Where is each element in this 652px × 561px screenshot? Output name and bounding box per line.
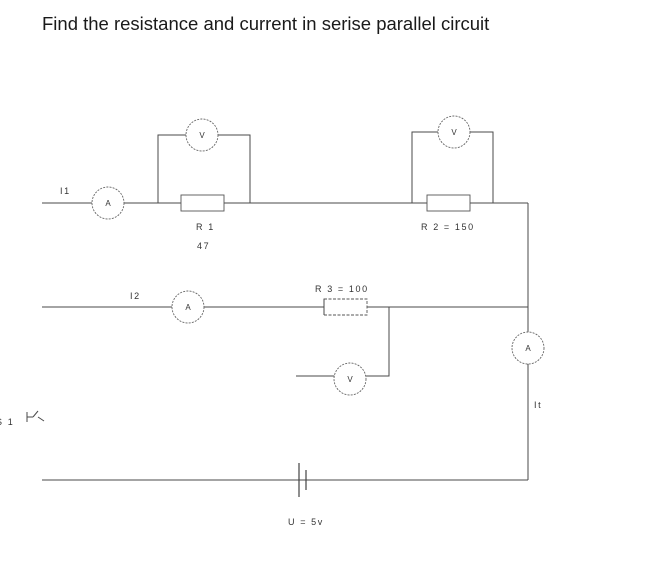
label-u: U = 5v [288, 517, 324, 527]
ammeter-i2: A [171, 290, 205, 324]
ammeter-i1-circle [91, 186, 125, 220]
ammeter-it-circle [511, 331, 545, 365]
page-title: Find the resistance and current in seris… [42, 13, 490, 34]
resistor-r2 [426, 194, 471, 212]
ammeter-it: A [511, 331, 545, 365]
ammeter-i1-label: A [105, 199, 111, 208]
voltmeter-r3: V [333, 362, 367, 396]
label-s1: S 1 [0, 417, 14, 427]
label-r1: R 1 [196, 222, 215, 232]
ammeter-i2-circle [171, 290, 205, 324]
switch-s1-contact [37, 416, 45, 422]
voltmeter-r2: V [437, 115, 471, 149]
switch-s1-lever [32, 410, 39, 418]
voltmeter-r2-label: V [451, 128, 457, 137]
voltmeter-r3-circle [333, 362, 367, 396]
voltmeter-r1-label: V [199, 131, 205, 140]
wire-v3-branch [296, 307, 390, 377]
label-r1-value: 47 [197, 241, 210, 251]
voltmeter-r2-circle [437, 115, 471, 149]
voltmeter-r1-circle [185, 118, 219, 152]
resistor-r3 [323, 298, 368, 316]
label-r2: R 2 = 150 [421, 222, 475, 232]
ammeter-i2-label: A [185, 303, 191, 312]
label-i1: I1 [60, 186, 71, 196]
voltmeter-r1: V [185, 118, 219, 152]
label-it: It [534, 400, 542, 410]
ammeter-it-label: A [525, 344, 531, 353]
switch-s1-icon [26, 410, 45, 422]
label-i2: I2 [130, 291, 141, 301]
label-r3: R 3 = 100 [315, 284, 369, 294]
voltmeter-r3-label: V [347, 375, 353, 384]
ammeter-i1: A [91, 186, 125, 220]
resistor-r1 [180, 194, 225, 212]
